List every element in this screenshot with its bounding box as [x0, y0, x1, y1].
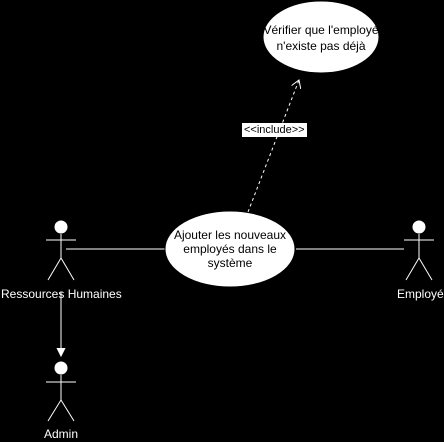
actor-admin-figure[interactable] — [46, 360, 76, 422]
use-case-verify-label: Vérifier que l'employé n'existe pas déjà — [261, 22, 381, 54]
use-case-add-line2: employés dans le — [183, 242, 277, 256]
use-case-add-employees[interactable] — [164, 210, 296, 288]
use-case-add-line1: Ajouter les nouveaux — [173, 228, 287, 242]
actor-admin-label: Admin — [44, 427, 79, 441]
include-arrow — [247, 80, 299, 213]
use-case-verify-employee[interactable] — [262, 0, 380, 74]
include-stereotype-label: <<include>> — [242, 123, 307, 137]
actor-hr-label: Ressources Humaines — [1, 287, 122, 301]
actor-employee-figure[interactable] — [404, 219, 434, 281]
actor-employee-label: Employé — [397, 287, 444, 301]
use-case-verify-line2: n'existe pas déjà — [276, 39, 366, 53]
use-case-add-employees-label: Ajouter les nouveaux employés dans le sy… — [170, 228, 290, 270]
use-case-add-line3: système — [207, 256, 253, 270]
actor-hr-figure[interactable] — [46, 219, 76, 281]
use-case-verify-line1: Vérifier que l'employé — [263, 23, 379, 37]
